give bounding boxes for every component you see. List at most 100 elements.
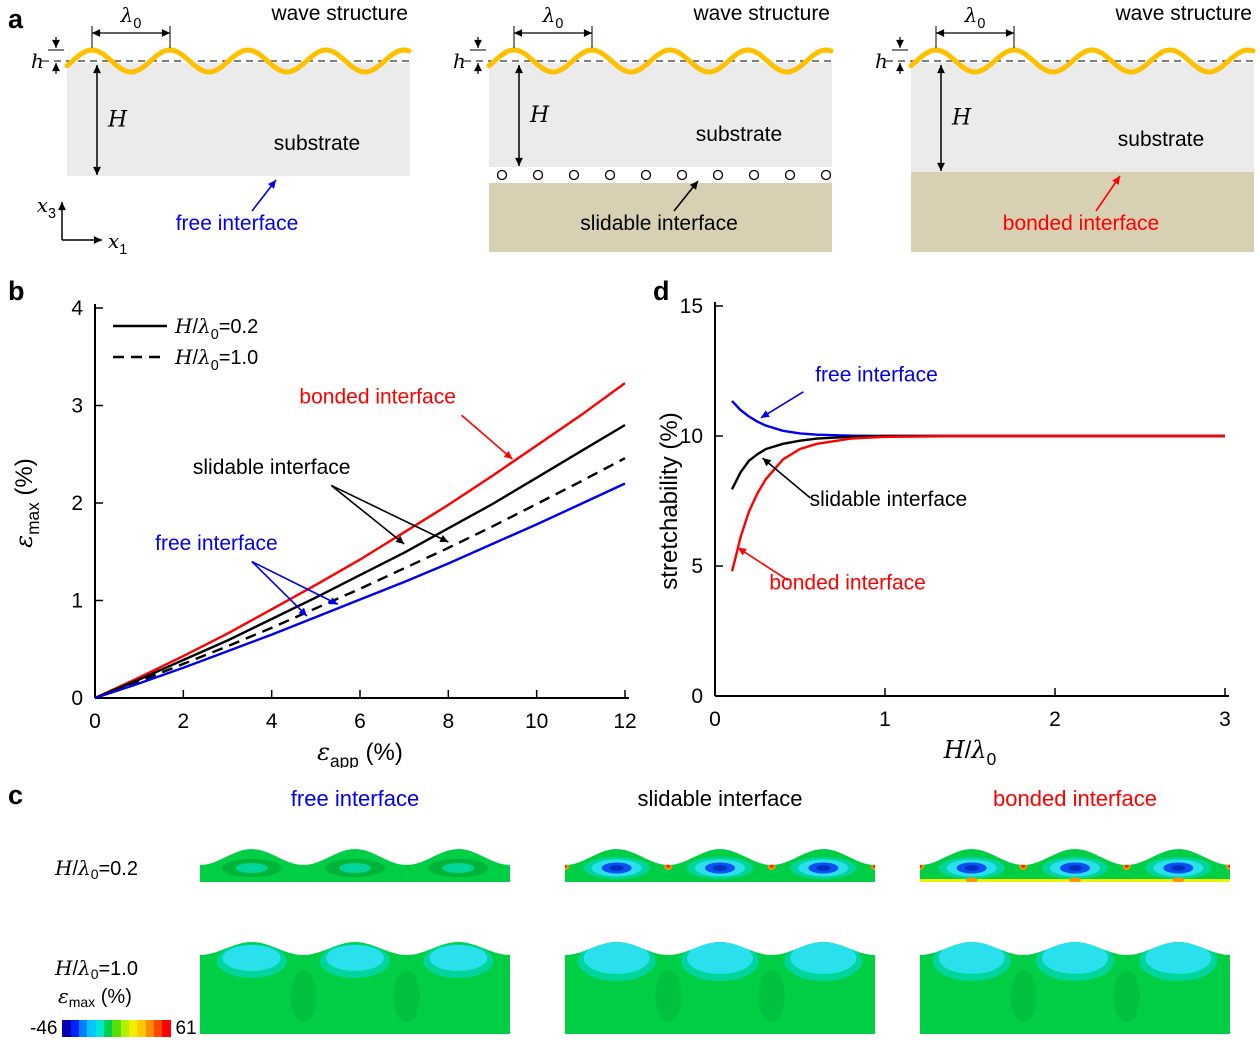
roller-circle [748, 169, 760, 181]
contour-plot-bonded-thin [920, 849, 1230, 882]
y-tick-label: 3 [71, 395, 83, 418]
base-rect [911, 172, 1254, 252]
colorbar-scale: -46 61 [30, 1018, 197, 1040]
lambda0-label: λ0 [964, 4, 986, 32]
colorbar-min: -46 [30, 1017, 58, 1039]
y-tick-label: 4 [71, 297, 83, 320]
colorbar-gradient [62, 1020, 171, 1038]
roller-circle [784, 169, 796, 181]
y-axis-title: stretchability (%) [656, 412, 683, 589]
lambda0-label: λ0 [120, 4, 142, 32]
contour-plot-free-thin [200, 849, 510, 882]
panel-label-a: a [8, 4, 24, 34]
contour-row-label-0.2: H/λ0=0.2 [55, 856, 138, 882]
substrate-rect [489, 63, 832, 167]
series-free-interface [731, 400, 1225, 438]
y-axis-title: εmax (%) [10, 458, 43, 548]
wave-curve [908, 47, 1256, 75]
y-tick-label: 5 [691, 555, 703, 578]
lambda0-label: λ0 [542, 4, 564, 32]
substrate-label: substrate [274, 132, 360, 155]
roller-circle [496, 169, 508, 181]
x-tick-label: 2 [1049, 708, 1061, 731]
annotation-free-interface: free interface [155, 532, 278, 555]
wave-curve [64, 47, 412, 75]
contour-plot-slidable-thin [565, 849, 875, 882]
x-axis-title: εapp (%) [317, 738, 403, 768]
roller-circle [820, 169, 832, 181]
y-tick-label: 0 [71, 687, 83, 710]
x1-axis-label: x1 [108, 229, 127, 258]
panel-label-c: c [8, 780, 24, 810]
series-all-interfaces-H/λ0=1.0 [94, 457, 626, 700]
legend-label: H/λ0=1.0 [174, 345, 258, 374]
y-tick-label: 10 [680, 425, 703, 448]
colorbar-segment [87, 1020, 96, 1038]
colorbar-title: εmax (%) [58, 984, 132, 1010]
colorbar-segment [153, 1020, 163, 1038]
x-tick-label: 12 [613, 710, 636, 733]
panel-c: c free interface slidable interface bond… [0, 772, 1260, 1063]
annotation-free-interface: free interface [815, 363, 938, 386]
y-tick-label: 1 [71, 590, 83, 613]
H-label: H [107, 108, 128, 133]
roller-circle [532, 169, 544, 181]
contour-blobs [221, 859, 489, 877]
x-tick-label: 0 [709, 708, 721, 731]
colorbar-segment [128, 1020, 138, 1038]
x-tick-label: 2 [177, 710, 189, 733]
x-tick-label: 4 [266, 710, 278, 733]
y-tick-label: 15 [680, 295, 703, 318]
contour-column-header-slidable: slidable interface [637, 786, 803, 811]
y-tick-label: 0 [691, 685, 703, 708]
contour-blobs [216, 944, 494, 1022]
contour-blobs [577, 942, 863, 1022]
roller-circle [640, 169, 652, 181]
x-tick-label: 3 [1219, 708, 1231, 731]
colorbar-segment [70, 1020, 80, 1038]
roller-circle [604, 169, 616, 181]
wave-structure-label: wave structure [270, 4, 408, 25]
base-rect [489, 183, 832, 252]
annotation-bonded-interface: bonded interface [769, 571, 925, 594]
h-label: h [875, 49, 888, 73]
h-label: h [453, 49, 466, 73]
colorbar-segment [112, 1020, 121, 1038]
H-label: H [951, 106, 972, 131]
contour-column-header-bonded: bonded interface [993, 786, 1157, 811]
contour-plot-free-tall [200, 942, 510, 1034]
colorbar-segment [137, 1020, 146, 1038]
panel-label-d: d [653, 276, 670, 306]
contour-row-label-1.0: H/λ0=1.0 [55, 956, 138, 982]
contour-plot-slidable-tall [565, 942, 875, 1034]
x-tick-label: 10 [525, 710, 548, 733]
substrate-label: substrate [696, 123, 782, 146]
colorbar-segment [120, 1020, 129, 1038]
y-tick-label: 2 [71, 492, 83, 515]
contour-blobs [565, 857, 875, 879]
h-label: h [31, 49, 44, 73]
wave-structure-label: wave structure [692, 4, 830, 25]
substrate-rect [911, 63, 1254, 172]
colorbar-segment [95, 1020, 105, 1038]
colorbar-segment [104, 1020, 113, 1038]
annotation-bonded-interface: bonded interface [299, 386, 455, 409]
contour-plot-bonded-tall [920, 942, 1230, 1034]
series-slidable-interface [730, 434, 1225, 490]
contour-column-header-free: free interface [290, 786, 420, 811]
series-bonded-interface-H/λ0=0.2 [94, 382, 626, 700]
series-free-interface-H/λ0=0.2 [94, 482, 626, 700]
substrate-label: substrate [1118, 128, 1204, 151]
contour-blobs [932, 942, 1218, 1022]
x-tick-label: 0 [89, 710, 101, 733]
annotation-slidable-interface: slidable interface [193, 456, 351, 479]
